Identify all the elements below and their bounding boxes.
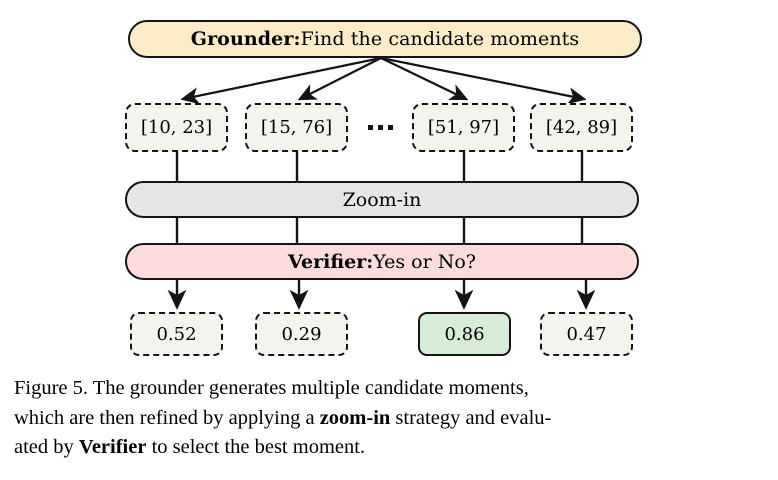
zoom-in-node: Zoom-in (125, 181, 639, 218)
grounder-text: Find the candidate moments (300, 28, 580, 50)
candidate-moment-1-value: [10, 23] (140, 117, 213, 138)
score-box-2-value: 0.29 (281, 323, 322, 345)
ellipsis-icon (358, 116, 402, 138)
ellipsis-dot-2 (377, 124, 383, 130)
grounder-node: Grounder: Find the candidate moments (128, 20, 642, 58)
caption-line-3-part-c: to select the best moment. (146, 436, 366, 458)
figure-diagram: Grounder: Find the candidate moments [10… (125, 20, 642, 356)
verifier-role-label: Verifier: (288, 250, 374, 273)
caption-line-2: which are then refined by applying a zoo… (14, 404, 764, 434)
zoom-to-verifier-lines (175, 217, 584, 245)
candidate-moment-3: [51, 97] (412, 103, 515, 152)
candidate-moment-4-value: [42, 89] (545, 117, 618, 138)
grounder-role-label: Grounder: (190, 28, 301, 50)
score-box-4: 0.47 (540, 312, 633, 356)
candidate-moment-3-value: [51, 97] (427, 117, 500, 138)
caption-line-2-part-c: strategy and evalu- (390, 406, 552, 429)
score-box-1: 0.52 (130, 312, 223, 356)
caption-line-1: Figure 5. The grounder generates multipl… (14, 377, 529, 399)
caption-line-3-part-a: ated by (14, 436, 79, 458)
figure-caption: Figure 5. The grounder generates multipl… (14, 374, 764, 463)
verifier-node: Verifier: Yes or No? (125, 243, 639, 280)
score-box-3-value: 0.86 (444, 323, 485, 345)
candidate-moment-2-value: [15, 76] (260, 117, 333, 138)
candidate-moment-1: [10, 23] (125, 103, 228, 152)
candidate-moment-4: [42, 89] (530, 103, 633, 152)
verifier-text: Yes or No? (373, 250, 476, 273)
caption-verifier-emphasis: Verifier (78, 436, 147, 458)
candidate-to-zoom-lines (175, 152, 584, 183)
ellipsis-dot-3 (387, 124, 393, 130)
score-box-3-selected: 0.86 (418, 312, 511, 356)
score-box-1-value: 0.52 (156, 323, 197, 345)
verifier-to-score-arrows (167, 280, 596, 310)
zoom-in-label: Zoom-in (342, 188, 422, 211)
score-box-2: 0.29 (255, 312, 348, 356)
ellipsis-dot-1 (367, 124, 373, 130)
caption-line-2-part-a: which are then refined by applying a (14, 406, 320, 429)
caption-zoom-in-emphasis: zoom-in (319, 406, 391, 429)
score-box-4-value: 0.47 (566, 323, 607, 345)
candidate-moment-2: [15, 76] (245, 103, 348, 152)
grounder-fanout-arrows (180, 56, 587, 105)
caption-line-3: ated by Verifier to select the best mome… (14, 433, 764, 463)
